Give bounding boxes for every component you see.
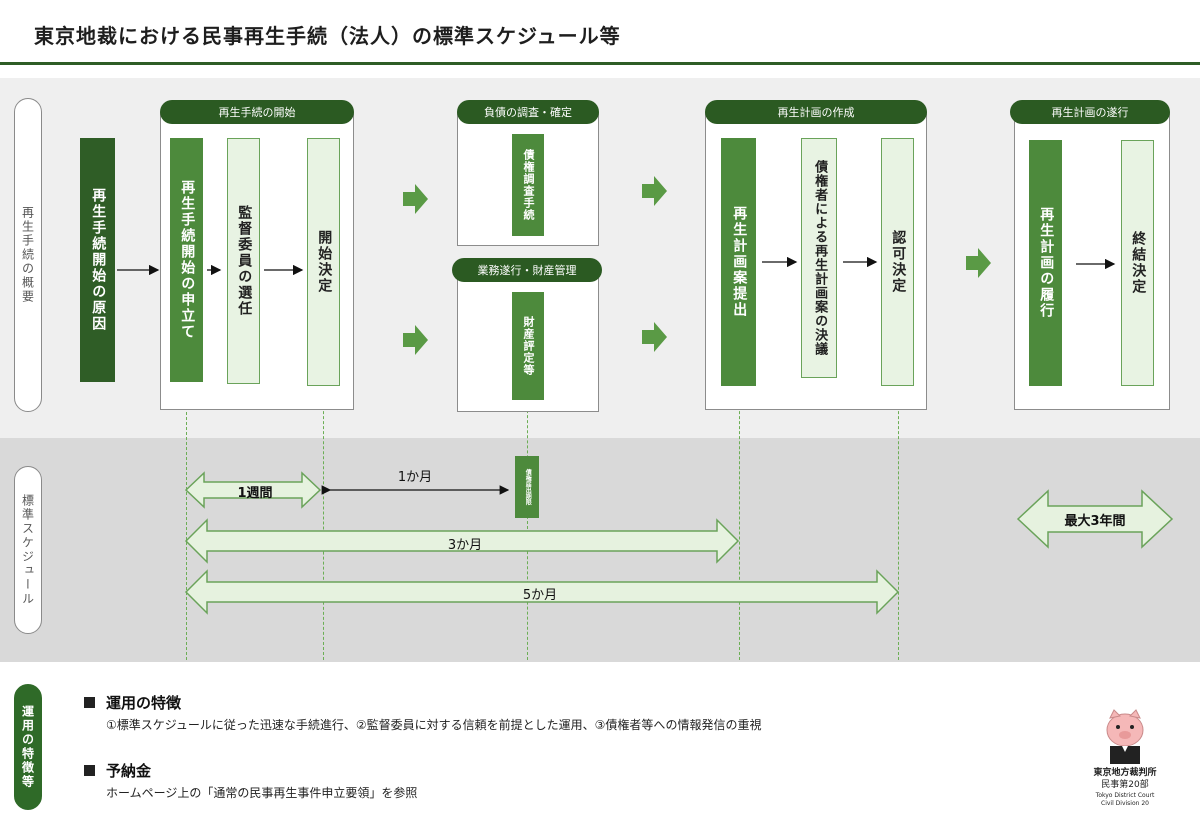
step-approval-decision: 認可決定 (881, 138, 914, 386)
step-asset-valuation: 財産評定等 (512, 292, 544, 400)
step-cause: 再生手続開始の原因 (80, 138, 115, 382)
span-three-months (184, 518, 740, 564)
guide-line-plan (739, 386, 740, 660)
section-execution-header: 再生計画の遂行 (1010, 100, 1170, 124)
features-deposit-text: ホームページ上の「通常の民事再生事件申立要領」を参照 (106, 786, 418, 800)
step-petition: 再生手続開始の申立て (170, 138, 203, 382)
features-side-label: 運用の特徴等 (14, 684, 42, 810)
features-deposit-heading: 予納金 (106, 762, 152, 780)
page-title: 東京地裁における民事再生手続（法人）の標準スケジュール等 (34, 24, 621, 48)
schedule-side-label: 標準スケジュール (14, 466, 42, 634)
guide-line-petition (186, 382, 187, 660)
span-max-three-years (1016, 489, 1174, 549)
label-five-months: 5か月 (522, 588, 558, 603)
step-start-decision: 開始決定 (307, 138, 340, 386)
label-max-three-years: 最大3年間 (1064, 514, 1126, 529)
features-ops-text: ①標準スケジュールに従った迅速な手続進行、②監督委員に対する信頼を前提とした運用… (106, 718, 762, 732)
step-claim-filing: 債権届出期限 (515, 456, 539, 518)
court-en-division: Civil Division 20 (1101, 800, 1149, 807)
label-one-week: 1週間 (237, 486, 273, 501)
step-closing-decision: 終結決定 (1121, 140, 1154, 386)
green-arrow-2 (403, 325, 428, 355)
step-plan-execution: 再生計画の履行 (1029, 140, 1062, 386)
title-divider (0, 62, 1200, 65)
court-mascot-icon (1106, 709, 1144, 764)
overview-side-label: 再生手続の概要 (14, 98, 42, 412)
court-division: 民事第20部 (1101, 780, 1149, 790)
step-supervisor: 監督委員の選任 (227, 138, 260, 384)
bullet-square-icon (84, 765, 95, 776)
guide-line-claim (527, 400, 528, 660)
court-name: 東京地方裁判所 (1093, 768, 1157, 778)
features-ops-heading: 運用の特徴 (106, 694, 182, 712)
step-claim-investigation: 債権調査手続 (512, 134, 544, 236)
span-five-months (184, 569, 900, 615)
guide-line-start-decision (323, 386, 324, 660)
section-plan-header: 再生計画の作成 (705, 100, 927, 124)
label-three-months: 3か月 (447, 538, 483, 553)
step-plan-submission: 再生計画案提出 (721, 138, 756, 386)
step-creditor-vote: 債権者による再生計画案の決議 (801, 138, 837, 378)
green-arrow-5 (966, 248, 991, 278)
section-debt-header: 負債の調査・確定 (457, 100, 599, 124)
guide-line-approval (898, 386, 899, 660)
green-arrow-3 (642, 176, 667, 206)
section-start-header: 再生手続の開始 (160, 100, 354, 124)
label-one-month: 1か月 (397, 470, 433, 485)
green-arrow-1 (403, 184, 428, 214)
court-en-name: Tokyo District Court (1095, 792, 1155, 799)
section-business-header: 業務遂行・財産管理 (452, 258, 602, 282)
bullet-square-icon (84, 697, 95, 708)
span-one-week (184, 471, 322, 509)
green-arrow-4 (642, 322, 667, 352)
